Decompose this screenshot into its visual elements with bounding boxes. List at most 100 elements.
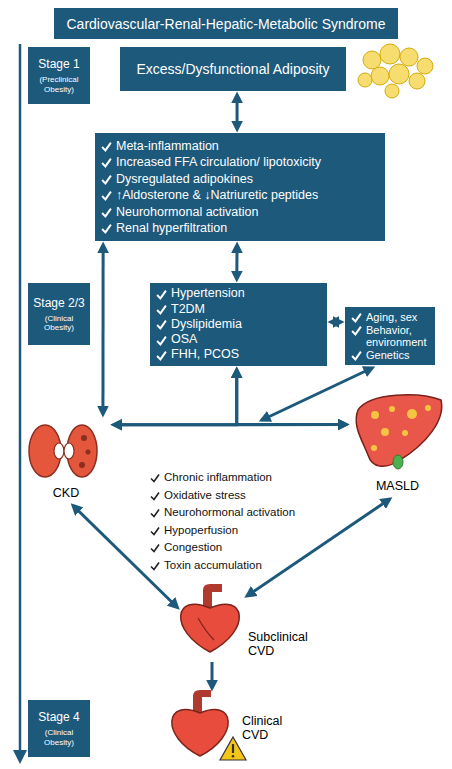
mechanism-list: Chronic inflammationOxidative stressNeur…: [150, 469, 310, 574]
check-mark-shape: [151, 545, 159, 552]
connector-arrow: [101, 245, 104, 414]
connector-arrow: [211, 662, 214, 688]
mechanism-item: Oxidative stress: [150, 487, 310, 505]
influence-arrow: [262, 368, 372, 420]
fat-cell: [371, 67, 389, 85]
check-mark-shape: [157, 306, 166, 314]
mechanism-label: Chronic inflammation: [164, 469, 272, 487]
connector-arrow: [236, 95, 239, 129]
mechanism-item: Chronic inflammation: [150, 469, 310, 487]
process-box: Excess/Dysfunctional Adiposity: [120, 47, 346, 91]
list-text: FHH, PCOS: [171, 347, 239, 362]
list-item: FHH, PCOS: [156, 347, 321, 362]
check-mark: [101, 157, 112, 168]
fat-cell: [400, 48, 418, 66]
check-mark-shape: [157, 291, 166, 299]
list-text: Meta-inflammation: [116, 138, 219, 155]
mechanism-label: Oxidative stress: [164, 487, 246, 505]
mechanism-item: Hypoperfusion: [150, 522, 310, 540]
coronary-line: [198, 618, 214, 640]
check-mark: [156, 289, 167, 300]
check-mark: [150, 561, 160, 571]
stage-box: Stage 4(Clinical Obesity): [28, 700, 90, 757]
check-mark-shape: [151, 492, 159, 499]
list-text: Renal hyperfiltration: [116, 220, 227, 237]
list-text: Genetics: [366, 349, 409, 362]
list-item: ↑Aldosterone & ↓Natriuretic peptides: [101, 187, 379, 204]
check-mark-shape: [151, 475, 159, 482]
check-mark-shape: [102, 208, 111, 216]
stage-axis-head: [13, 750, 27, 764]
check-mark: [101, 207, 112, 218]
fat-droplet: [407, 409, 417, 419]
list-text: Dysregulated adipokines: [116, 171, 253, 188]
check-mark: [351, 350, 362, 361]
list-item: Meta-inflammation: [101, 138, 379, 155]
list-item: Behavior, environment: [351, 324, 429, 349]
check-mark: [150, 491, 160, 501]
heart-node: Clinical CVD: [162, 692, 244, 764]
check-mark-shape: [151, 562, 159, 569]
list-text: Dyslipidemia: [171, 317, 242, 332]
list-item: Genetics: [351, 349, 429, 362]
heart-icon: [181, 584, 240, 652]
mechanism-label: Congestion: [164, 539, 222, 557]
mechanism-item: Toxin accumulation: [150, 557, 310, 575]
aorta: [193, 690, 211, 712]
list-item: Dyslipidemia: [156, 317, 321, 332]
check-mark: [150, 526, 160, 536]
check-mark-shape: [352, 351, 361, 359]
kidney-lesion: [81, 435, 87, 441]
check-mark: [156, 304, 167, 315]
stage-axis: [19, 44, 22, 752]
check-mark-shape: [102, 159, 111, 167]
box-label: Excess/Dysfunctional Adiposity: [137, 61, 330, 78]
kidney-icon: [29, 425, 97, 477]
list-item: Neurohormonal activation: [101, 204, 379, 221]
fat-cell: [358, 73, 372, 87]
mechanism-label: Toxin accumulation: [164, 557, 262, 575]
connector-arrow: [235, 245, 238, 279]
list-item: Increased FFA circulation/ lipotoxicity: [101, 154, 379, 171]
connector-arrow: [114, 370, 237, 425]
fat-cell: [417, 58, 433, 74]
stage-note: (Clinical Obesity): [31, 314, 87, 333]
check-mark: [101, 190, 112, 201]
list-text: Neurohormonal activation: [116, 204, 258, 221]
mechanism-item: Congestion: [150, 539, 310, 557]
connector-arrow: [237, 370, 346, 425]
kidney-lesion: [79, 462, 85, 468]
fat-droplet: [371, 411, 379, 419]
fat-cell: [380, 44, 400, 64]
check-mark: [150, 473, 160, 483]
list-text: Aging, sex: [366, 311, 417, 324]
liver-icon: [356, 395, 442, 469]
heart-shape: [181, 604, 240, 652]
heart-node: Subclinical CVD: [180, 582, 244, 662]
fat-cell: [363, 51, 381, 69]
check-mark: [156, 335, 167, 346]
list-text: ↑Aldosterone & ↓Natriuretic peptides: [116, 187, 318, 204]
risk-factor-box: Aging, sexBehavior, environmentGenetics: [345, 307, 435, 365]
check-mark: [156, 319, 167, 330]
organ-label: MASLD: [350, 479, 445, 493]
fat-cell: [409, 73, 425, 89]
check-mark: [101, 174, 112, 185]
organ-label: CKD: [22, 486, 110, 500]
check-mark-shape: [157, 352, 166, 360]
list-text: OSA: [171, 332, 197, 347]
check-mark-shape: [102, 142, 111, 150]
check-mark: [156, 350, 167, 361]
heart-warning-icon: [172, 690, 246, 760]
check-mark: [101, 223, 112, 234]
kidney-hilum: [64, 443, 74, 459]
check-mark-shape: [151, 510, 159, 517]
list-item: Dysregulated adipokines: [101, 171, 379, 188]
title-banner: Cardiovascular-Renal-Hepatic-Metabolic S…: [54, 8, 398, 39]
fat-droplet: [425, 405, 431, 411]
check-mark-shape: [151, 527, 159, 534]
kidney-hilum: [54, 443, 64, 459]
warning-mark: [232, 744, 234, 753]
check-mark-shape: [157, 321, 166, 329]
